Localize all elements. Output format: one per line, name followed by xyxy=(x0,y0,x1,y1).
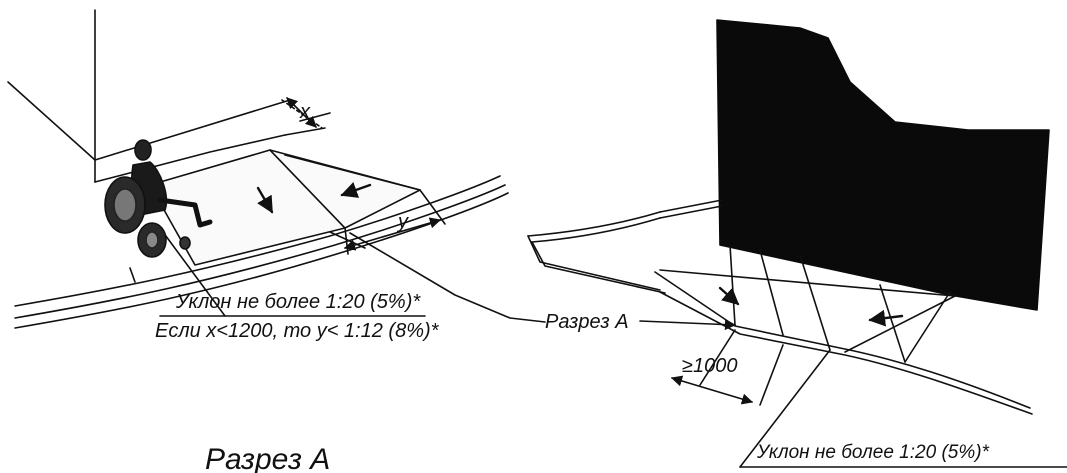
section-a-label: Разрез А xyxy=(545,311,629,333)
right-sidewalk xyxy=(527,199,1033,415)
left-slope-label: Уклон не более 1:20 (5%)* xyxy=(176,291,421,313)
wheelchair-user-icon xyxy=(104,139,213,258)
section-a-leader xyxy=(349,232,737,331)
right-dimension-1000 xyxy=(670,329,784,406)
dimension-1000-label: ≥1000 xyxy=(682,355,738,377)
left-leader-lines xyxy=(159,227,426,317)
left-sidewalk-edge xyxy=(14,175,509,329)
right-slope-label: Уклон не более 1:20 (5%)* xyxy=(757,442,989,463)
left-ramp-surface xyxy=(149,149,421,266)
left-dimension-y xyxy=(343,189,446,255)
dimension-x-label: x xyxy=(300,101,310,123)
slope-direction-arrow-icon xyxy=(718,286,904,327)
left-dimension-x xyxy=(281,97,331,129)
left-condition-label: Если x<1200, то y< 1:12 (8%)* xyxy=(155,320,439,342)
dimension-y-label: y xyxy=(398,211,408,233)
right-wall xyxy=(716,19,1050,311)
bottom-section-title: Разрез А xyxy=(205,443,331,473)
right-slope-leader xyxy=(739,349,1067,468)
right-ramp-surfaces xyxy=(659,244,956,363)
slope-direction-arrow-icon xyxy=(256,182,372,214)
